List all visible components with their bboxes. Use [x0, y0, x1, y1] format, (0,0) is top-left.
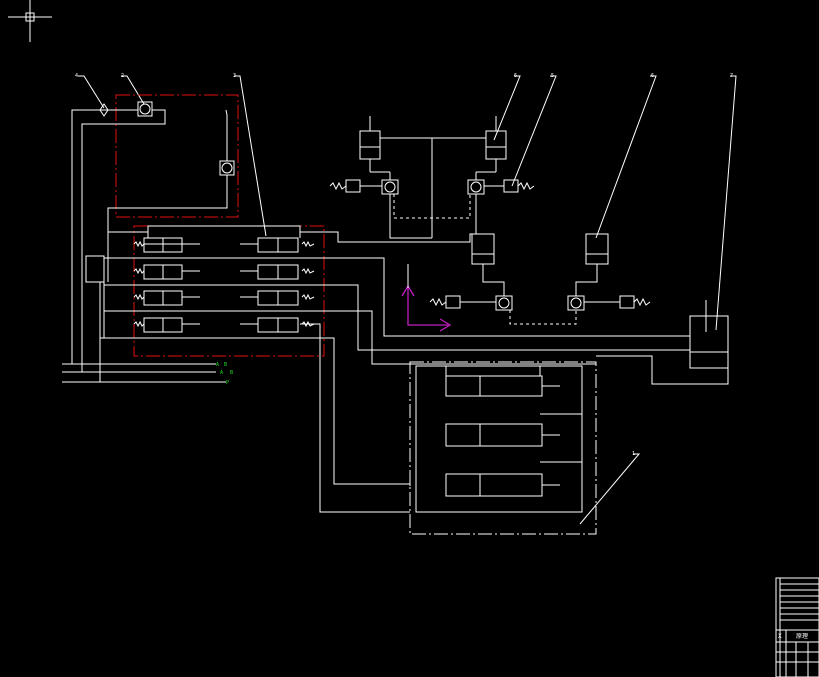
- port-marker: B: [224, 362, 227, 368]
- port-marker: A: [220, 370, 223, 376]
- pressure-lines: [300, 231, 690, 513]
- port-marker: B: [230, 370, 233, 376]
- port-lines: [62, 282, 226, 383]
- callout-label: 6: [651, 73, 654, 79]
- filter-symbol: [71, 103, 109, 282]
- callout-label: 6: [514, 73, 517, 79]
- crosshair-cursor-icon: [8, 0, 52, 42]
- callout-label: 5: [551, 73, 554, 79]
- valve-bank: [85, 225, 315, 339]
- actuator-block: [409, 361, 597, 535]
- title-block-name: 原理: [796, 633, 808, 640]
- ucs-axis-icon: [401, 264, 452, 332]
- upper-cylinder-group: [329, 116, 535, 239]
- lower-cylinder-group: [429, 233, 651, 325]
- callout-label: 4: [75, 73, 78, 79]
- pump-symbol: [81, 101, 235, 282]
- port-marker: P: [226, 380, 229, 386]
- callout-label: 7: [730, 73, 733, 79]
- title-block: [775, 577, 819, 677]
- port-marker: A: [216, 362, 219, 368]
- callout-label: 2: [121, 73, 124, 79]
- title-block-mark: X: [778, 633, 782, 640]
- reservoir-tank: [596, 300, 729, 385]
- pump-group-border: [115, 94, 239, 218]
- callout-label: 3: [233, 73, 236, 79]
- callout-label: 1: [632, 451, 635, 457]
